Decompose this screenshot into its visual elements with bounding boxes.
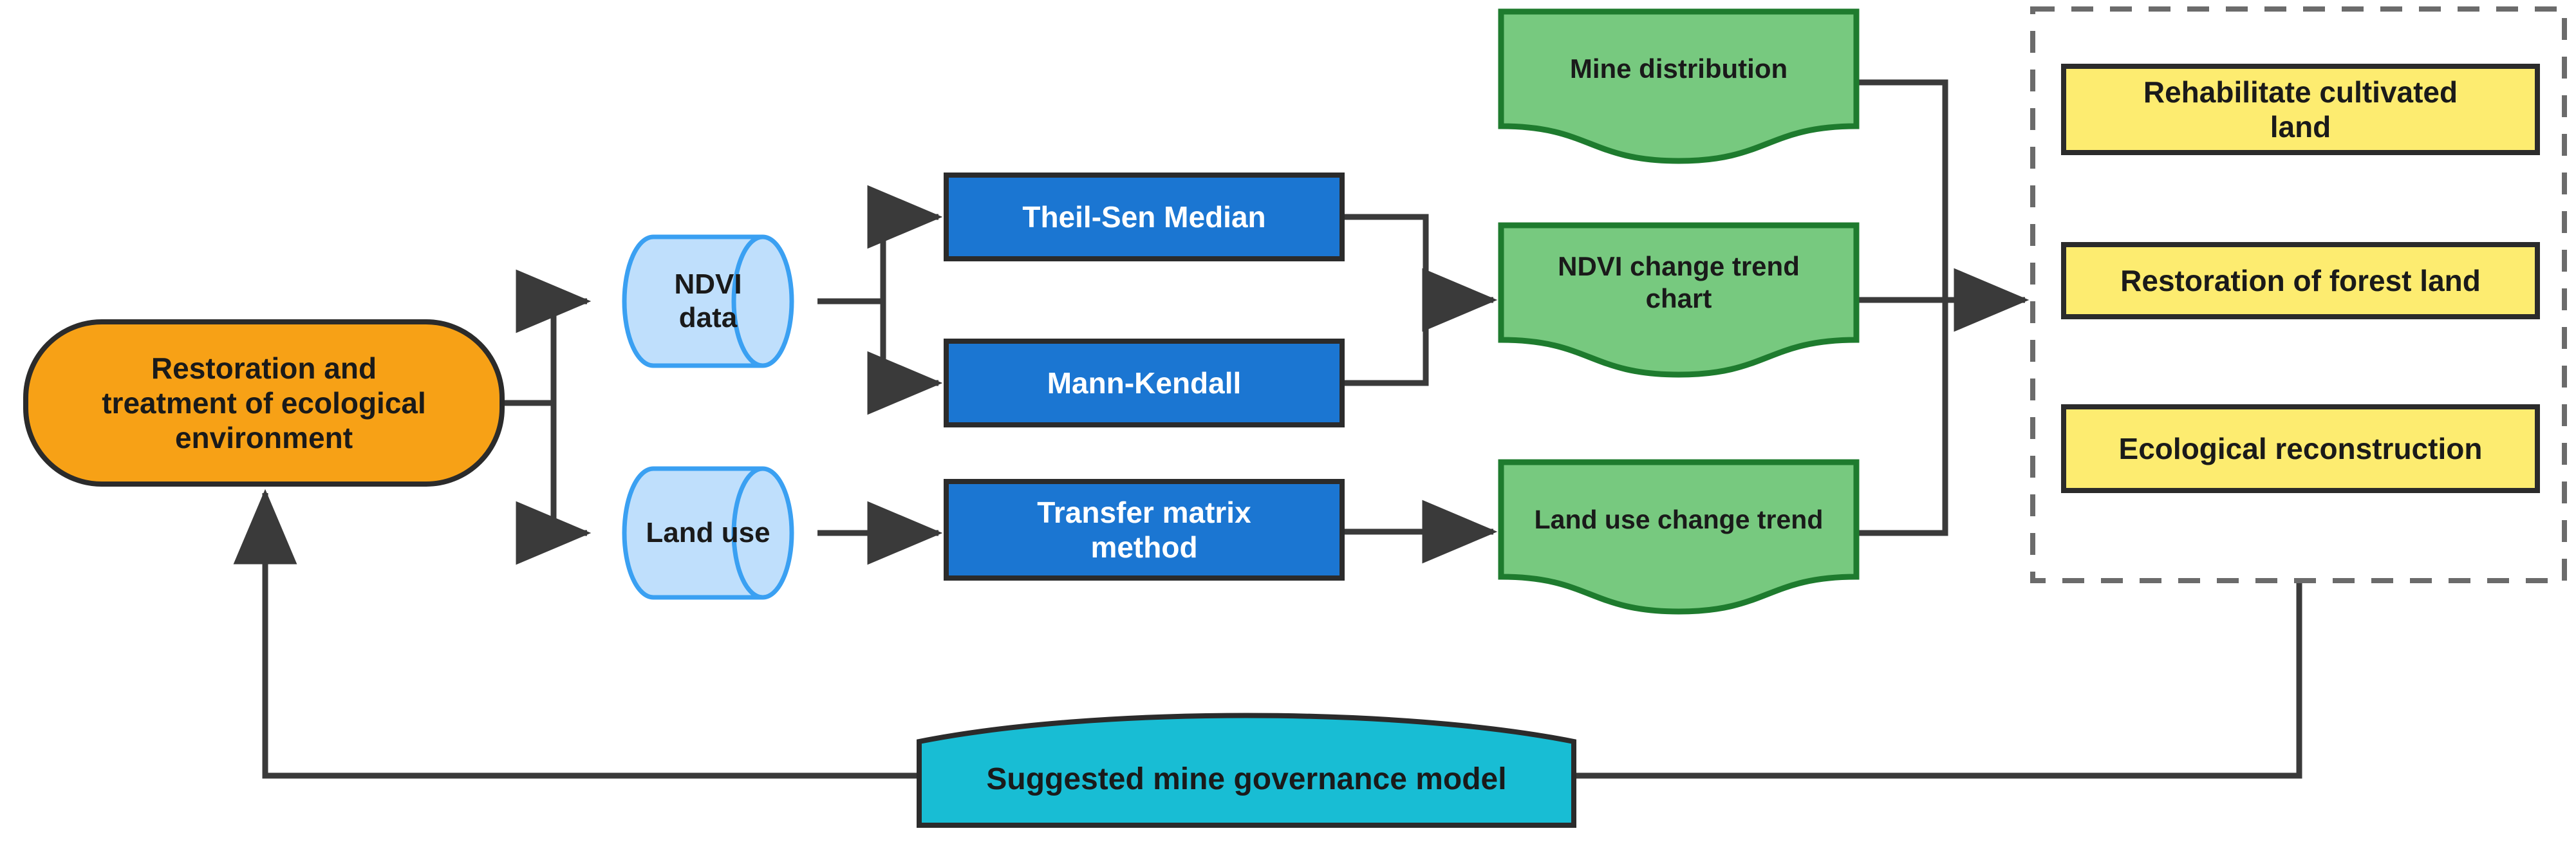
edge-governance-model-to-start	[233, 489, 919, 779]
edge-mann-kendall-merge	[1342, 300, 1429, 386]
edge-mine-distribution-merge	[1856, 79, 1948, 300]
node-shape-transfer-matrix[interactable]	[944, 479, 1345, 581]
node-shape-land-use-trend[interactable]	[1498, 459, 1860, 615]
node-shape-mine-distribution[interactable]	[1498, 8, 1860, 164]
node-shape-mann-kendall[interactable]	[944, 339, 1345, 427]
node-shape-land-use[interactable]	[622, 466, 794, 600]
edge-start-to-land-use	[516, 403, 592, 565]
edge-start-to-ndvi-data	[516, 269, 592, 403]
node-shape-ndvi-trend[interactable]	[1498, 222, 1860, 378]
node-shape-governance-model[interactable]	[917, 713, 1576, 828]
node-shape-ndvi-data[interactable]	[622, 234, 794, 368]
node-shape-rehabilitate-land[interactable]	[2061, 64, 2540, 155]
edge-theil-sen-merge	[1342, 214, 1429, 300]
node-shape-start[interactable]	[23, 319, 505, 487]
edge-outcomes-to-governance-model	[1574, 581, 2302, 779]
edge-ndvi-data-to-theil-sen	[867, 185, 943, 301]
node-shape-theil-sen[interactable]	[944, 173, 1345, 261]
edge-ndvi-data-to-mann-kendall	[867, 301, 943, 415]
connectors	[233, 79, 2302, 779]
node-shape-restoration-forest[interactable]	[2061, 242, 2540, 319]
edge-land-use-trend-merge	[1856, 300, 1948, 536]
outcomes-group-container	[2030, 6, 2567, 583]
node-shape-ecological-reconstruction[interactable]	[2061, 404, 2540, 493]
